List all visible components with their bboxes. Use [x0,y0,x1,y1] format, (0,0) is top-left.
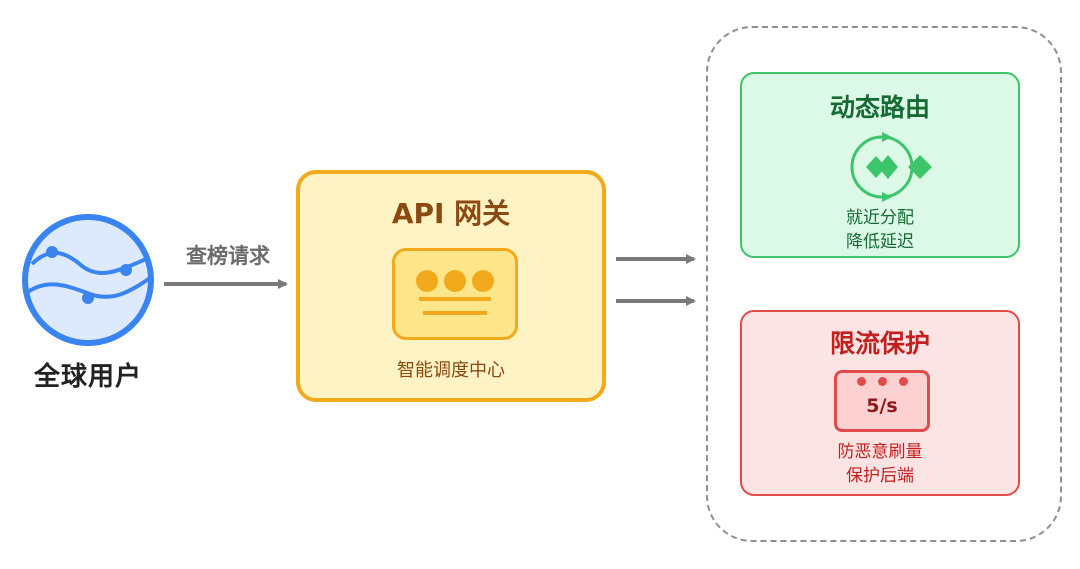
routing-description: 就近分配 降低延迟 [742,206,1018,254]
rate-limit-desc-line: 防恶意刷量 [837,442,923,462]
gateway-title: API 网关 [391,197,511,230]
rate-limit-description: 防恶意刷量 保护后端 [742,440,1018,488]
dot-icon [899,377,908,386]
rate-limit-desc-line: 保护后端 [846,466,914,486]
routing-desc-line: 就近分配 [846,208,914,228]
rate-limit-title: 限流保护 [829,329,930,358]
routing-icon [842,128,938,206]
dot-icon [857,377,866,386]
globe-icon [20,212,156,348]
backend-strategy-group [706,26,1062,542]
routing-title: 动态路由 [829,93,930,122]
scheduler-icon [392,248,518,340]
rate-limit-card: 限流保护 5/s 防恶意刷量 保护后端 [740,310,1020,496]
users-label: 全球用户 [33,362,142,392]
rate-limit-icon: 5/s [834,370,930,432]
gateway-subtitle: 智能调度中心 [397,360,505,381]
request-label: 查榜请求 [186,244,270,268]
routing-desc-line: 降低延迟 [846,232,914,252]
rate-limit-dots [837,377,927,387]
api-gateway-box: API 网关 智能调度中心 [296,170,606,402]
dot-icon [878,377,887,386]
dynamic-routing-card: 动态路由 就近分配 降低延迟 [740,72,1020,258]
rate-limit-value: 5/s [866,395,898,417]
